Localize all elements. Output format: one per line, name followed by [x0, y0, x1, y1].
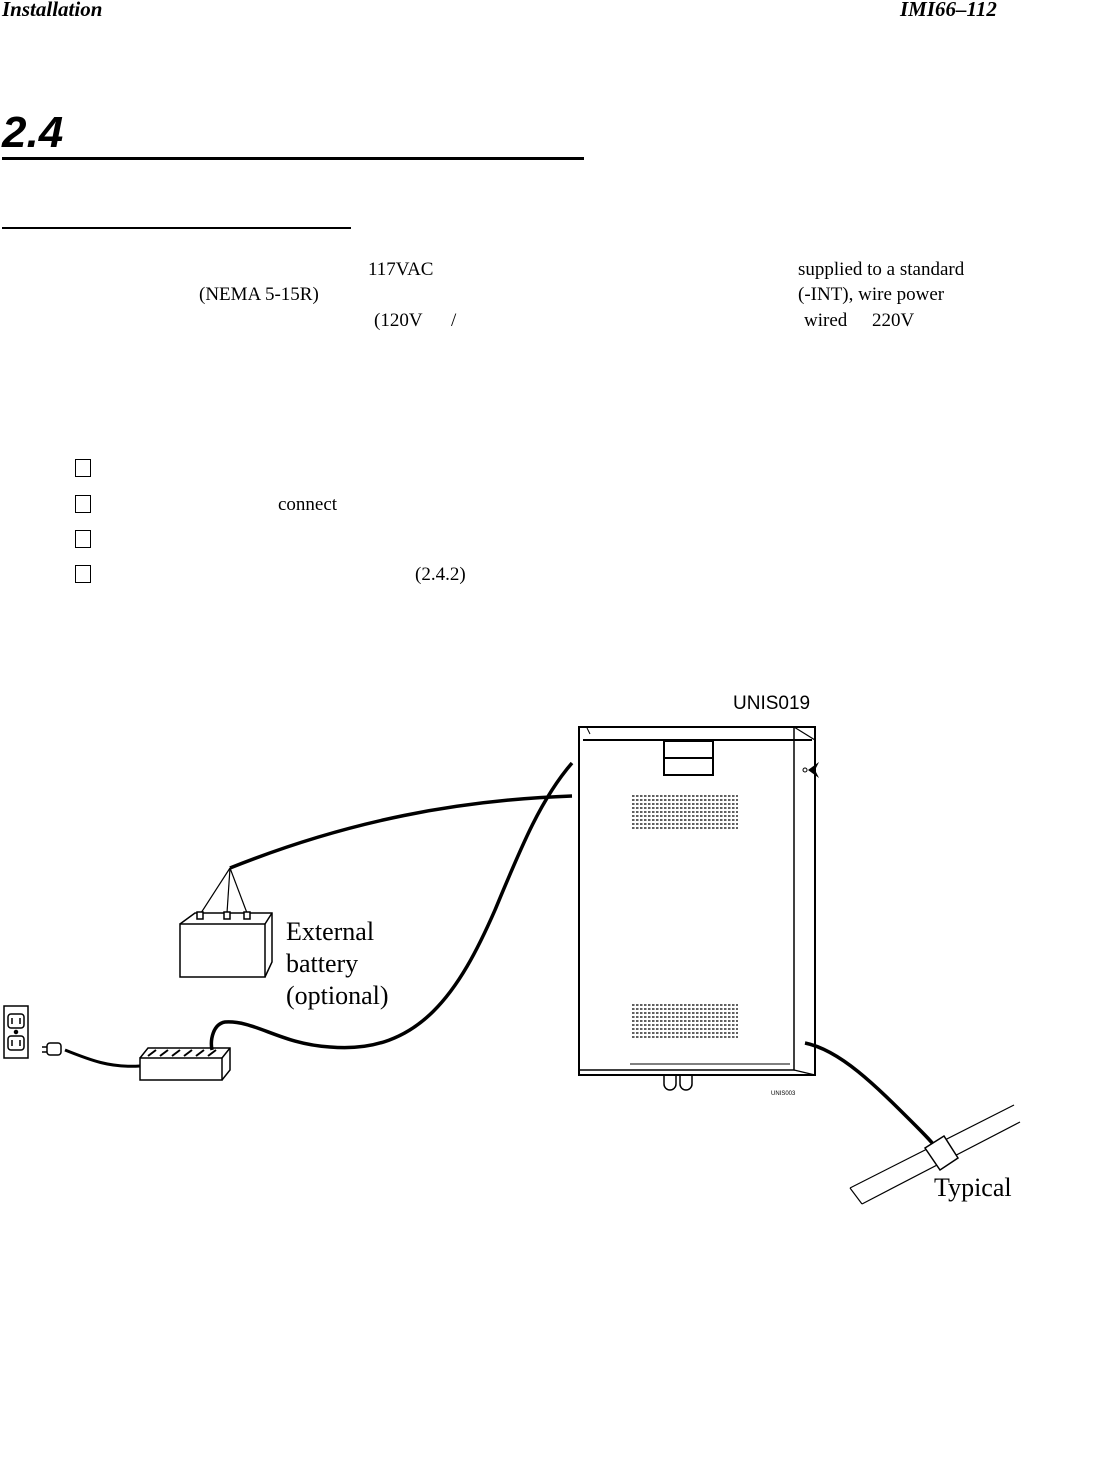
checklist-checkbox[interactable]: [75, 530, 91, 548]
vent-bottom: [632, 1004, 738, 1038]
battery-cable: [229, 794, 573, 870]
vent-top: [632, 795, 738, 829]
figure-small-code: UNIS003: [771, 1091, 796, 1097]
slash-text: /: [451, 310, 457, 331]
battery-label-line3: (optional): [286, 981, 389, 1010]
wired-text: wired: [804, 310, 848, 331]
checklist-checkbox[interactable]: [75, 459, 91, 477]
v120-text: (120V: [374, 310, 423, 331]
cabinet: [578, 726, 816, 1091]
ground-clamp: [923, 1134, 960, 1172]
ground-label: Typical: [934, 1173, 1012, 1202]
nema-text: (NEMA 5-15R): [199, 284, 319, 305]
connect-text: connect: [278, 494, 338, 515]
voltage-text: 117VAC: [368, 259, 434, 280]
ref-text: (2.4.2): [415, 564, 466, 585]
battery-box: [179, 911, 273, 978]
figure-id: UNIS019: [733, 693, 811, 714]
arrow-indicator: [808, 762, 819, 778]
section-rule: [2, 157, 584, 160]
plug-icon: [42, 1042, 62, 1056]
int-wire-text: (-INT), wire power: [798, 284, 945, 305]
supplied-text: supplied to a standard: [798, 259, 965, 280]
power-strip: [139, 1047, 231, 1081]
section-number: 2.4: [2, 108, 64, 157]
checklist-checkbox[interactable]: [75, 495, 91, 513]
wall-outlet-icon: [3, 1005, 29, 1059]
ground-wire: [804, 1041, 938, 1149]
power-strip-outlets: [147, 1049, 217, 1057]
power-cord: [209, 761, 574, 1051]
battery-label-line2: battery: [286, 949, 359, 978]
subsection-rule: [2, 227, 351, 229]
wall-cord: [64, 1048, 141, 1068]
battery-wires: [200, 867, 248, 914]
header-right: IMI66–112: [900, 0, 997, 21]
checklist-checkbox[interactable]: [75, 565, 91, 583]
header-left: Installation: [2, 0, 103, 21]
battery-label-line1: External: [286, 917, 375, 946]
v220-text: 220V: [872, 310, 915, 331]
